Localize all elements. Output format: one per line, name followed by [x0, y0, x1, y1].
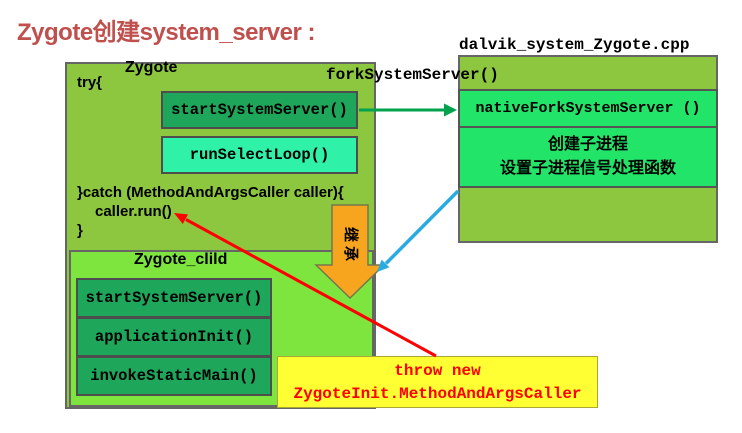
zygote-child-label: Zygote_clild	[134, 251, 228, 268]
dalvik-file-label: dalvik_system_Zygote.cpp	[459, 36, 690, 54]
native-note-line-2: 设置子进程信号处理函数	[499, 160, 676, 177]
start-system-server-box: startSystemServer()	[161, 91, 358, 129]
return-arrow-blue	[377, 189, 460, 272]
zygote-box-label: Zygote	[125, 59, 178, 76]
child-method-invoke-static-main: invokeStaticMain()	[76, 356, 272, 396]
child-method-start-system-server: startSystemServer()	[76, 278, 272, 318]
throw-note-box: throw new ZygoteInit.MethodAndArgsCaller	[277, 356, 598, 408]
caller-run-line: caller.run()	[95, 203, 172, 220]
page-title: Zygote创建system_server :	[17, 19, 315, 46]
run-select-loop-box: runSelectLoop()	[161, 136, 358, 174]
native-fork-system-server-box: nativeForkSystemServer ()	[458, 89, 718, 128]
native-note-box: 创建子进程 设置子进程信号处理函数	[458, 126, 718, 188]
fork-system-server-label: forkSystemServer()	[326, 66, 499, 84]
catch-line: }catch (MethodAndArgsCaller caller){	[77, 184, 344, 201]
try-open-line: try{	[77, 74, 103, 91]
inherit-label: 继承	[342, 226, 359, 265]
native-note-line-1: 创建子进程	[547, 136, 628, 153]
throw-note-line-1: throw new	[394, 362, 481, 380]
throw-note-line-2: ZygoteInit.MethodAndArgsCaller	[293, 385, 582, 403]
child-method-application-init: applicationInit()	[76, 317, 272, 357]
closing-brace-line: }	[77, 222, 83, 239]
